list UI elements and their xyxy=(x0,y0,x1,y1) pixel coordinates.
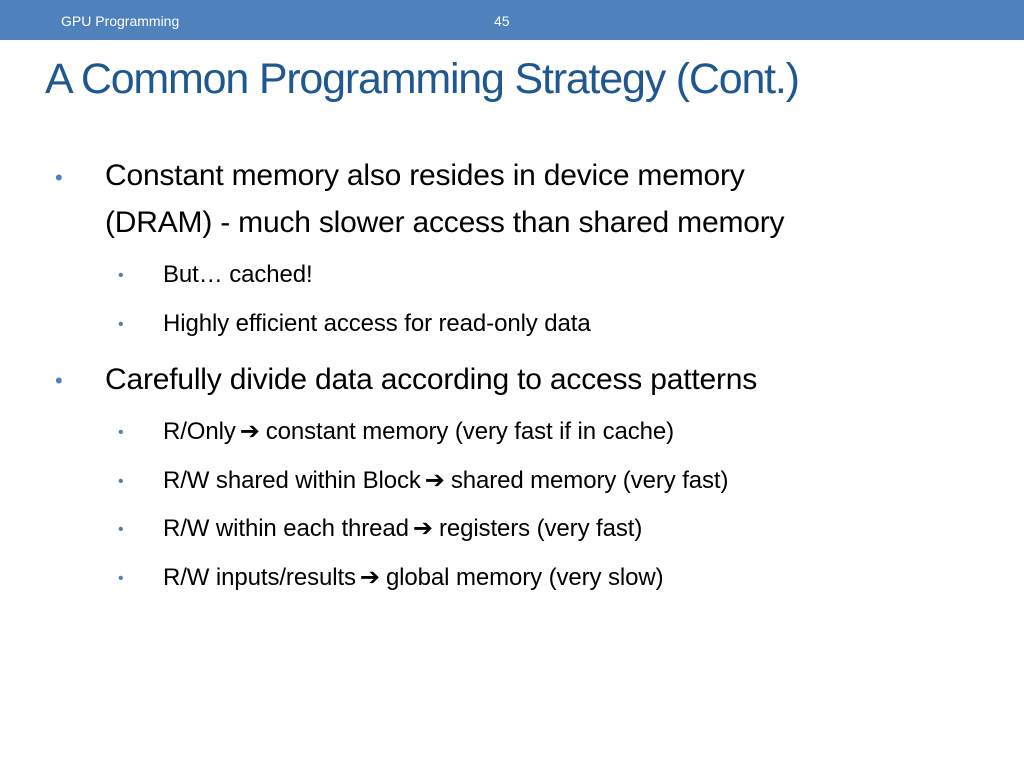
bullet-1-dot: • xyxy=(55,165,63,190)
bullet-2-dot: • xyxy=(55,368,63,393)
bullet-2-1-dot: • xyxy=(118,424,124,441)
bullet-2-2-dot: • xyxy=(118,473,124,490)
bullet-2-4-text: R/W inputs/results➔global memory (very s… xyxy=(163,563,664,592)
bullet-1-1-text: But… cached! xyxy=(163,261,313,288)
bullet-2-2-source: R/W shared within Block xyxy=(163,467,421,494)
header-bar: GPU Programming 45 xyxy=(0,0,1024,40)
slide-title: A Common Programming Strategy (Cont.) xyxy=(45,55,800,103)
bullet-2-2-target: shared memory (very fast) xyxy=(450,467,729,494)
arrow-right-icon: ➔ xyxy=(359,564,380,591)
slide-number: 45 xyxy=(494,13,510,29)
bullet-2-1-source: R/Only xyxy=(163,418,236,445)
bullet-1-line-2: (DRAM) - much slower access than shared … xyxy=(105,206,785,239)
arrow-right-icon: ➔ xyxy=(412,515,433,542)
bullet-2-4-source: R/W inputs/results xyxy=(163,564,356,591)
bullet-1-text: Constant memory also resides in device m… xyxy=(105,152,785,246)
arrow-right-icon: ➔ xyxy=(239,418,260,445)
bullet-2-text: Carefully divide data according to acces… xyxy=(105,363,758,396)
bullet-2-3-target: registers (very fast) xyxy=(438,515,643,542)
bullet-2-3-source: R/W within each thread xyxy=(163,515,409,542)
bullet-2-1-text: R/Only➔constant memory (very fast if in … xyxy=(163,417,674,446)
bullet-2-2-text: R/W shared within Block➔shared memory (v… xyxy=(163,466,728,495)
bullet-2-3-text: R/W within each thread➔registers (very f… xyxy=(163,514,642,543)
bullet-2-4-target: global memory (very slow) xyxy=(385,564,664,591)
bullet-2-1-target: constant memory (very fast if in cache) xyxy=(265,418,675,445)
bullet-1-2-text: Highly efficient access for read-only da… xyxy=(163,310,591,337)
course-title: GPU Programming xyxy=(61,13,180,29)
bullet-2-3-dot: • xyxy=(118,521,124,538)
bullet-1-line-1: Constant memory also resides in device m… xyxy=(105,159,745,192)
bullet-1-2-dot: • xyxy=(118,316,124,333)
arrow-right-icon: ➔ xyxy=(424,467,445,494)
bullet-1-1-dot: • xyxy=(118,267,124,284)
bullet-2-4-dot: • xyxy=(118,570,124,587)
